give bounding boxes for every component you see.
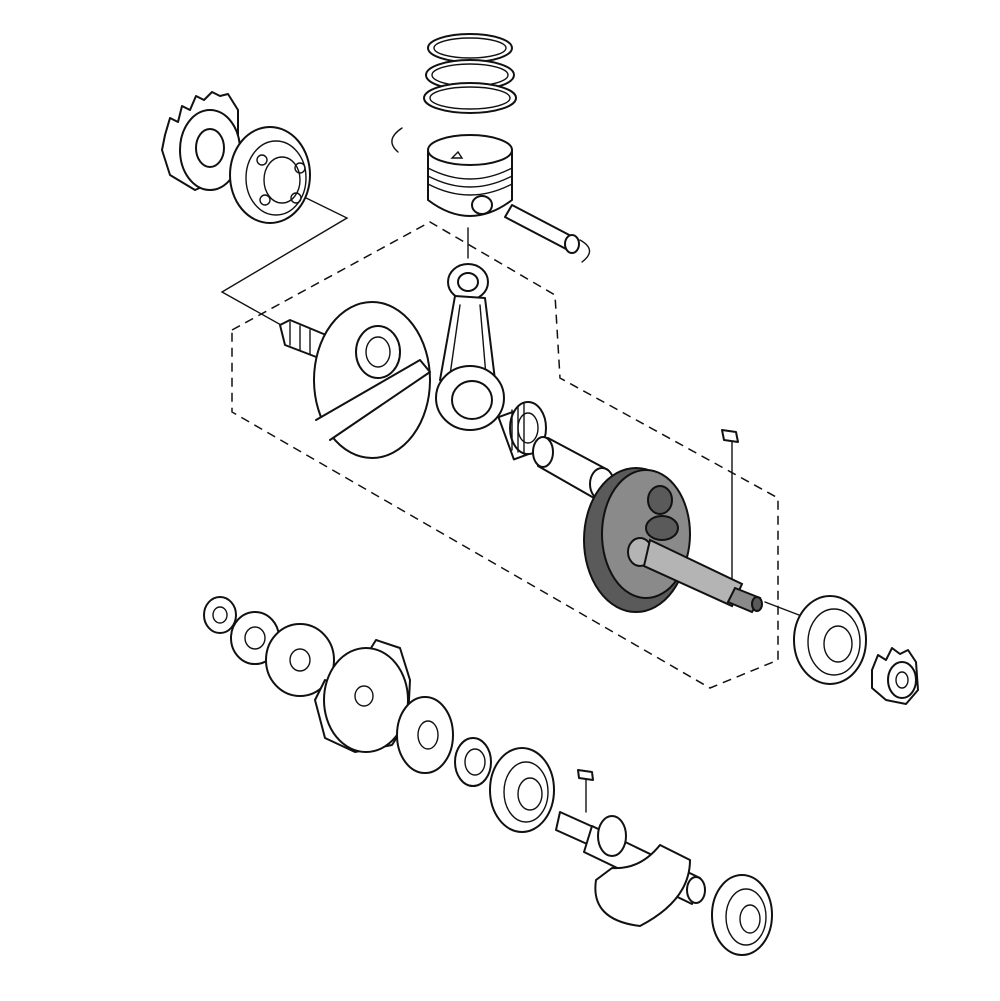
piston-rings xyxy=(423,33,517,114)
bearing-upper-left xyxy=(229,126,311,224)
bearing-lower-right xyxy=(711,874,773,956)
crankshaft-assembled xyxy=(555,811,706,927)
piston-pin xyxy=(504,204,580,254)
spacer-ring xyxy=(454,737,492,787)
bearing-lower xyxy=(489,747,555,833)
woodruff-key-lower xyxy=(577,769,594,781)
gear-right-small xyxy=(871,647,919,705)
gear-upper-left xyxy=(161,91,241,191)
washer-keyed xyxy=(265,623,335,697)
crankshaft-left-half xyxy=(279,301,431,459)
connecting-rod xyxy=(435,263,505,431)
piston-clip-left xyxy=(391,127,403,153)
piston-clip-right xyxy=(579,239,591,263)
primary-drive-gear xyxy=(314,639,411,753)
crankshaft-right-half xyxy=(583,467,763,614)
woodruff-key-upper xyxy=(721,429,739,443)
spacer-washer xyxy=(396,696,454,774)
bearing-right xyxy=(793,595,867,685)
assembly-boundary xyxy=(231,221,779,689)
piston xyxy=(427,134,513,217)
nut-lower-left xyxy=(203,596,237,634)
leader-lines xyxy=(220,194,813,813)
